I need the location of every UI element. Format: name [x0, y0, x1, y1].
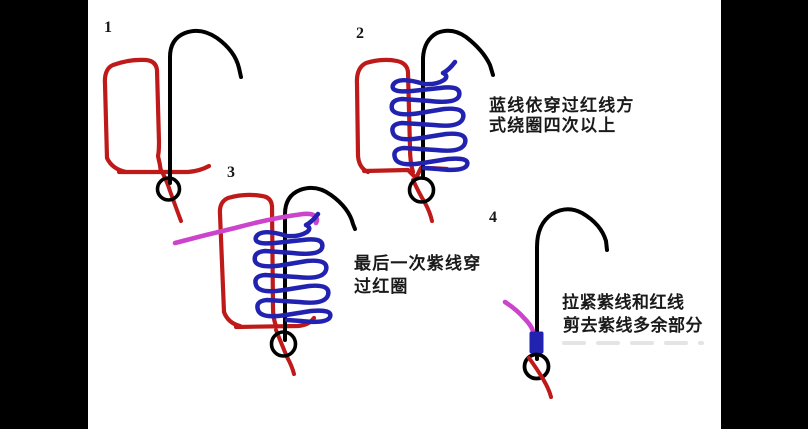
step-2-group: 2 蓝线依穿过红线方 式绕圈四次以上 [354, 25, 635, 223]
step-2-number: 2 [356, 25, 364, 42]
step-4-blue-knot [529, 331, 544, 354]
step-1-red-through-eye [159, 168, 183, 223]
step-4-caption-line-1: 拉紧紫线和红线 [562, 292, 685, 312]
step-1-hook [168, 28, 243, 185]
step-2-hook [421, 28, 495, 180]
step-1-group: 1 [102, 19, 243, 223]
step-3-caption-line-1: 最后一次紫线穿 [354, 253, 481, 273]
step-4-hook-eye [522, 352, 551, 381]
step-3-red-bottom-strand [233, 315, 317, 330]
step-4-purple-line [502, 299, 536, 334]
step-1-red-tag-end [116, 163, 212, 175]
step-2-blue-coil [389, 59, 470, 173]
step-4-hook [535, 207, 609, 361]
diagram-canvas [88, 0, 721, 429]
step-4-caption-line-2: 剪去紫线多余部分 [563, 315, 703, 335]
step-3-hook [283, 185, 357, 342]
step-2-caption-line-1: 蓝线依穿过红线方 [489, 95, 635, 115]
step-2-hook-eye [407, 176, 436, 204]
step-3-blue-coil [252, 211, 333, 325]
step-3-caption-line-2: 过红圈 [354, 276, 409, 296]
step-3-group: 3 最后一次紫线穿 过红圈 [172, 164, 481, 376]
step-4-red-through-eye [527, 356, 553, 399]
step-1-red-line-loop [102, 57, 164, 175]
step-4-number: 4 [489, 209, 497, 226]
step-3-number: 3 [227, 164, 235, 181]
step-2-caption-line-2: 式绕圈四次以上 [489, 115, 616, 135]
step-1-hook-eye [155, 176, 182, 202]
step-4-group: 4 拉紧紫线和红线 剪去紫线多余部分 [489, 207, 704, 399]
step-3-red-line-loop [217, 192, 279, 329]
step-3-hook-eye [269, 330, 298, 358]
step-1-number: 1 [104, 19, 112, 36]
